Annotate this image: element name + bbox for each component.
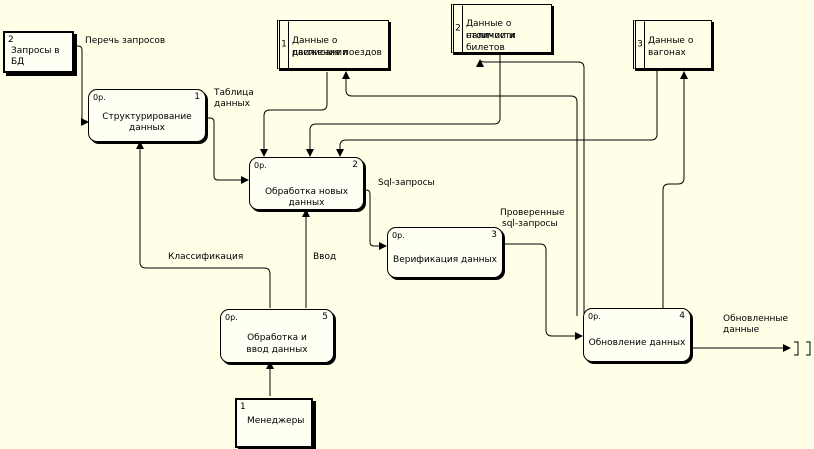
store-label-line1: Данные о наличии и <box>466 19 515 41</box>
flow-label-updated-2: данные <box>723 325 760 335</box>
flow-list-requests <box>70 45 89 126</box>
flow-label-checked-1: Проверенные <box>500 208 565 218</box>
store-tickets[interactable]: 2 Данные о наличии и стоимости билетов <box>451 4 552 53</box>
flow-label-data-table-1: Таблица <box>214 88 254 98</box>
process-number: 5 <box>322 312 328 322</box>
process-verify[interactable]: 0р. 3 Верификация данных <box>387 227 503 278</box>
flow-tickets <box>306 52 501 157</box>
process-input[interactable]: 0р. 5 Обработка и ввод данных <box>220 309 334 363</box>
process-number: 4 <box>679 311 685 321</box>
process-label-line2: ввод данных <box>246 345 308 355</box>
store-label-line1: Данные о <box>648 36 694 46</box>
process-label-line1: Структурирование <box>102 112 192 122</box>
flow-checked <box>503 243 583 340</box>
flow-label-classification: Классификация <box>168 252 244 262</box>
offpage-connector-icon <box>794 341 811 356</box>
process-cost: 0р. <box>254 161 267 170</box>
process-update[interactable]: 0р. 4 Обновление данных <box>583 308 691 362</box>
flow-update-schedule <box>342 71 578 316</box>
process-new-data[interactable]: 0р. 2 Обработка новых данных <box>249 157 364 210</box>
process-cost: 0р. <box>225 313 238 322</box>
store-number: 3 <box>636 21 645 68</box>
flow-label-data-table-2: данных <box>214 99 250 109</box>
flow-update-wagons <box>662 71 688 308</box>
process-cost: 0р. <box>588 312 601 321</box>
external-label: Менеджеры <box>247 416 305 426</box>
process-label-line2: данных <box>129 123 165 133</box>
process-label-line1: Обработка новых данных <box>264 187 349 208</box>
process-number: 3 <box>491 230 497 240</box>
store-label-line2: стоимости билетов <box>466 31 516 53</box>
flow-schedule <box>260 72 328 157</box>
store-number: 1 <box>280 21 289 68</box>
process-cost: 0р. <box>392 231 405 240</box>
flow-data-table <box>205 117 249 184</box>
store-label-line2: движения поездов <box>292 48 382 58</box>
store-label-line2: вагонах <box>648 48 686 58</box>
flow-label-updated-1: Обновленные <box>723 314 789 324</box>
process-label-line1: Обновление данных <box>588 338 686 348</box>
external-managers[interactable]: 1 Менеджеры <box>235 398 313 448</box>
external-number: 1 <box>240 402 246 412</box>
flow-label-sql: Sql-запросы <box>378 178 435 188</box>
flow-classification <box>136 141 271 308</box>
flow-wagons <box>336 70 658 157</box>
process-label-line1: Верификация данных <box>393 255 497 265</box>
store-label-line1: Данные о расписании <box>292 36 348 58</box>
external-label: Запросы в БД <box>11 46 60 67</box>
flow-label-list-requests: Перечь запросов <box>85 36 166 46</box>
flow-label-checked-2: sql-запросы <box>502 219 558 229</box>
process-label-line1: Обработка и <box>247 333 307 343</box>
external-requests[interactable]: 2 Запросы в БД <box>3 31 74 73</box>
flow-update-tickets <box>476 59 585 322</box>
process-structuring[interactable]: 0р. 1 Структурирование данных <box>88 89 206 142</box>
external-number: 2 <box>8 35 14 45</box>
process-number: 2 <box>352 160 358 170</box>
process-cost: 0р. <box>93 93 106 102</box>
process-number: 1 <box>194 92 200 102</box>
store-schedule[interactable]: 1 Данные о расписании движения поездов <box>277 20 389 69</box>
flow-label-input: Ввод <box>313 252 337 262</box>
flow-sql <box>362 189 387 250</box>
store-number: 2 <box>454 5 463 52</box>
store-wagons[interactable]: 3 Данные о вагонах <box>633 20 712 69</box>
